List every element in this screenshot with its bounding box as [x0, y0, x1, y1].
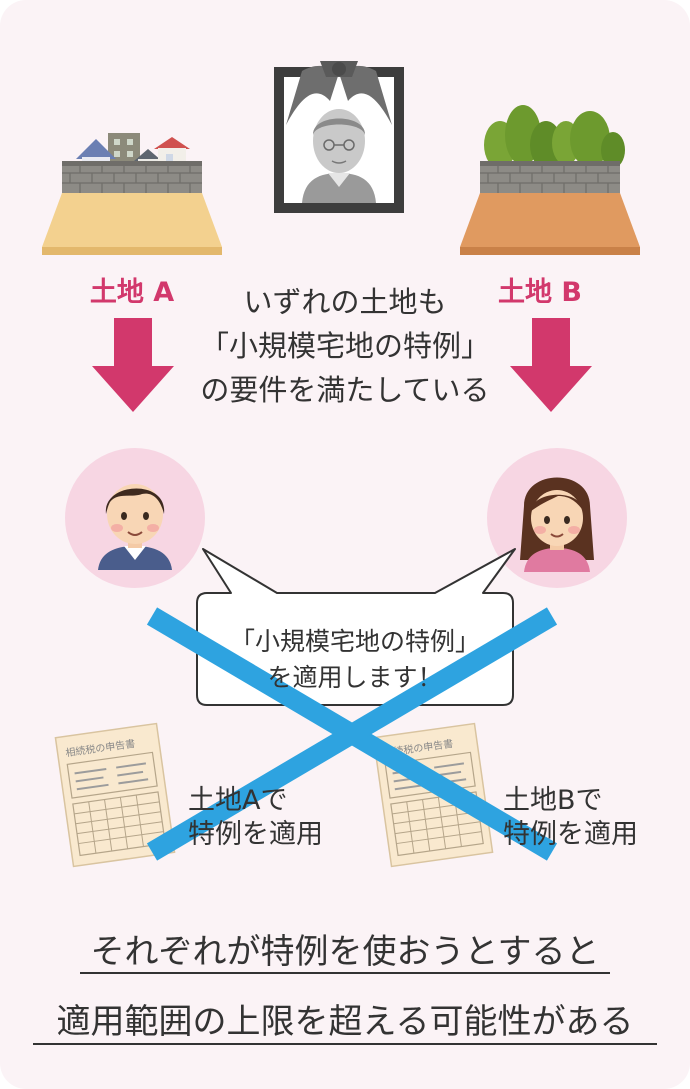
- mourning-ribbon-icon: [286, 65, 339, 125]
- apply-a-line-1: 土地Aで: [188, 785, 288, 816]
- land-b-label: 土地 B: [498, 277, 582, 308]
- heir-male-avatar: [65, 448, 205, 588]
- requirement-text: いずれの土地も 「小規模宅地の特例」 の要件を満たしている: [135, 280, 555, 412]
- land-a-ground: [42, 193, 222, 247]
- conclusion-underline-2: [33, 1043, 657, 1045]
- apply-b-text: 土地Bで 特例を適用: [503, 784, 638, 852]
- tax-return-document-a: 相続税の申告書: [54, 722, 176, 868]
- conclusion-line-1: それぞれが特例を使おうとすると: [90, 932, 600, 972]
- apply-a-line-2: 特例を適用: [188, 819, 323, 850]
- requirement-line-1: いずれの土地も: [243, 285, 447, 319]
- memorial-portrait: [274, 61, 404, 213]
- bubble-line-2: を適用します！: [267, 663, 443, 692]
- house-red-roof-icon: [154, 137, 190, 149]
- apply-a-text: 土地Aで 特例を適用: [188, 784, 323, 852]
- speech-bubble: [196, 548, 516, 706]
- land-a-label: 土地 A: [89, 277, 175, 308]
- land-b-illustration: [460, 105, 640, 255]
- woman-icon: [520, 477, 594, 572]
- stone-wall: [480, 163, 620, 193]
- trees-icon: [484, 105, 625, 169]
- apply-b-line-2: 特例を適用: [503, 819, 638, 850]
- bubble-text: 「小規模宅地の特例」 を適用します！: [205, 624, 505, 696]
- man-icon: [98, 484, 172, 570]
- elderly-person-icon: [302, 109, 376, 203]
- land-b-ground: [460, 193, 640, 247]
- conclusion-line-2: 適用範囲の上限を超える可能性がある: [56, 1002, 634, 1042]
- down-arrow-a-icon: [92, 318, 174, 412]
- stone-wall: [62, 163, 202, 193]
- requirement-line-3: の要件を満たしている: [200, 373, 490, 407]
- heir-female-avatar: [487, 448, 627, 588]
- house-roof-icon: [76, 139, 116, 159]
- land-a-illustration: [42, 133, 222, 255]
- down-arrow-b-icon: [510, 318, 592, 412]
- bubble-line-1: 「小規模宅地の特例」: [229, 627, 480, 656]
- requirement-line-2: 「小規模宅地の特例」: [199, 329, 490, 363]
- conclusion-underline-1: [80, 972, 610, 974]
- apply-b-line-1: 土地Bで: [503, 785, 603, 816]
